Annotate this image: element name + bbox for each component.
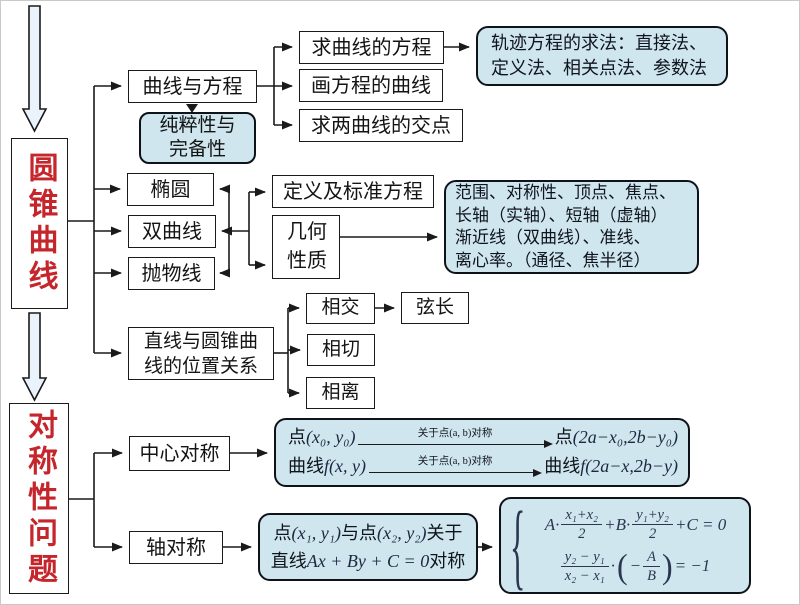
left-brace-icon: {: [510, 489, 526, 598]
eq-term: +B·: [604, 514, 631, 534]
row-rhs: (2a−x₀,2b−y₀): [572, 427, 678, 448]
left-paren-icon: (: [616, 546, 628, 586]
row-lhs: (x₀, y₀): [306, 427, 356, 448]
text-segment: 与点: [341, 523, 377, 543]
numerator: y₂ − y₁: [560, 548, 609, 567]
row-prefix: 曲线: [288, 455, 324, 476]
flow-arrow-down-top: [21, 5, 48, 133]
denominator: B: [647, 567, 656, 584]
node-symmetry-problems: 对称性问题: [9, 403, 69, 594]
row-result-prefix: 点: [554, 427, 573, 448]
denominator: 2: [578, 526, 586, 543]
position-line-2: 线的位置关系: [143, 355, 258, 377]
node-find-curve-equation: 求曲线的方程: [299, 31, 444, 64]
row-result-prefix: 曲线: [544, 455, 581, 476]
connector-arrows: [94, 42, 493, 552]
down-arrowhead-purity: [186, 104, 198, 113]
geo-detail-line-1: 范围、对称性、顶点、焦点、: [455, 183, 676, 202]
eq-term: +C = 0: [674, 514, 727, 534]
node-chord-length: 弦长: [401, 292, 469, 324]
connector-spines: [68, 47, 289, 547]
trajectory-line-2: 定义法、相关点法、参数法: [491, 58, 707, 78]
eq-term: −: [629, 556, 642, 576]
note-trajectory-methods: 轨迹方程的求法：直接法、 定义法、相关点法、参数法: [476, 26, 728, 86]
node-tangent: 相切: [307, 334, 375, 366]
geo-detail-line-4: 离心率。（通径、焦半径）: [455, 250, 651, 270]
text-segment: 点: [273, 523, 292, 543]
arrow-label: 关于点(a, b)对称: [417, 456, 493, 468]
node-central-symmetry: 中心对称: [129, 436, 230, 471]
right-paren-icon: ): [661, 546, 673, 586]
math-segment: (x₂, y₂): [377, 523, 427, 543]
math-segment: (x₁, y₁): [291, 523, 341, 543]
labeled-arrow: 关于点(a, b)对称: [358, 427, 553, 449]
arrow-label: 关于点(a, b)对称: [417, 427, 493, 439]
node-geometric-properties: 几何 性质: [272, 215, 340, 279]
node-intersect: 相交: [306, 293, 375, 324]
row-rhs: f(2a−x,2b−y): [580, 455, 678, 476]
position-line-1: 直线与圆锥曲: [143, 330, 258, 352]
text-segment: 直线: [270, 551, 307, 571]
node-definition-standard-equation: 定义及标准方程: [272, 175, 434, 208]
note-geometric-properties-detail: 范围、对称性、顶点、焦点、 长轴（实轴）、短轴（虚轴） 渐近线（双曲线）、准线、…: [444, 180, 699, 274]
geo-detail-line-2: 长轴（实轴）、短轴（虚轴）: [455, 205, 668, 225]
right-arrow-icon: [358, 440, 553, 449]
node-separate: 相离: [306, 377, 375, 409]
trajectory-line-1: 轨迹方程的求法：直接法、: [491, 33, 707, 53]
text-segment: 关于: [426, 523, 463, 543]
numerator: A: [643, 548, 660, 567]
node-parabola: 抛物线: [128, 257, 215, 290]
eq-term: ·: [610, 556, 615, 576]
node-find-two-curves-intersection: 求两曲线的交点: [299, 109, 463, 142]
row-lhs: f(x, y): [324, 455, 366, 476]
node-curve-and-equation: 曲线与方程: [128, 70, 257, 103]
note-purity-completeness: 纯粹性与 完备性: [139, 112, 256, 164]
axial-condition-line-1: 点(x₁, y₁)与点(x₂, y₂)关于: [274, 519, 463, 547]
right-arrow-icon: [368, 468, 543, 477]
text-segment: 对称: [429, 551, 466, 571]
node-draw-equation-curve: 画方程的曲线: [299, 69, 443, 102]
math-segment: Ax + By + C = 0: [306, 551, 430, 571]
row-prefix: 点: [288, 427, 306, 448]
purity-line-1: 纯粹性与: [159, 115, 236, 136]
node-ellipse: 椭圆: [127, 173, 214, 206]
numerator: x₁+x₂: [561, 506, 603, 526]
geo-line-1: 几何: [287, 221, 327, 243]
eq-term: A·: [544, 514, 560, 534]
geo-detail-line-3: 渐近线（双曲线）、准线、: [455, 228, 651, 247]
eq-term: = −1: [674, 556, 711, 576]
geo-line-2: 性质: [287, 250, 327, 272]
central-symmetry-row-point: 点(x₀, y₀) 关于点(a, b)对称 点(2a−x₀,2b−y₀): [288, 427, 678, 449]
flow-arrow-down-mid: [21, 312, 48, 402]
node-hyperbola: 双曲线: [128, 215, 216, 248]
purity-line-2: 完备性: [168, 139, 226, 160]
node-conic-sections: 圆锥曲线: [11, 138, 68, 309]
labeled-arrow: 关于点(a, b)对称: [368, 456, 543, 477]
denominator: x₂ − x₁: [564, 567, 605, 584]
node-axial-symmetry: 轴对称: [129, 531, 223, 564]
node-line-conic-position: 直线与圆锥曲 线的位置关系: [128, 327, 274, 380]
numerator: y₁+y₂: [632, 506, 673, 526]
denominator: 2: [648, 526, 657, 543]
